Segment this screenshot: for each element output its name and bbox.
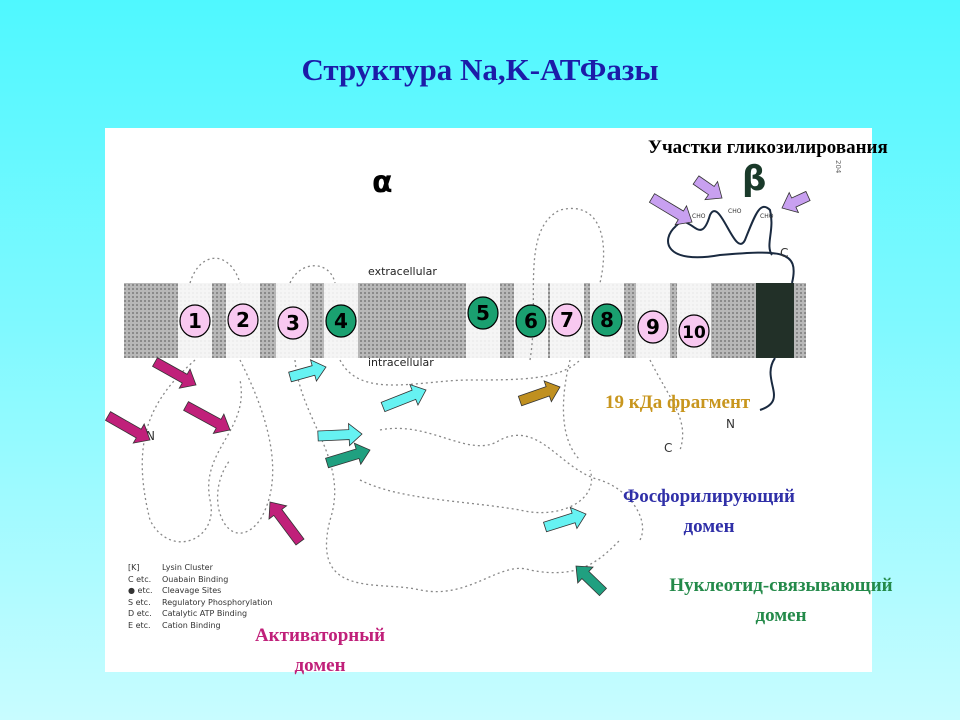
legend-symbol: [K] (128, 563, 140, 572)
legend-item: S etc. Regulatory Phosphorylation (128, 597, 272, 609)
nucleotide-binding-domain-label: Нуклеотид-связывающий домен (636, 571, 926, 631)
helix-number: 3 (286, 311, 300, 335)
pointer-arrow-icon (648, 193, 693, 226)
legend: [K] Lysin Cluster C etc. Ouabain Binding ●… (128, 562, 272, 631)
helix-1: 1 (179, 304, 211, 338)
helix-number: 2 (236, 308, 250, 332)
legend-label: Lysin Cluster (162, 563, 213, 572)
helix-circle (227, 303, 259, 337)
legend-symbol: S etc. (128, 597, 151, 607)
helix-4: 4 (325, 304, 357, 338)
beta-c-terminus: C (780, 246, 788, 260)
fragment-19kda-label: 19 кДа фрагмент (605, 392, 751, 413)
legend-symbol: C etc. (128, 574, 152, 584)
pointer-arrow-icon (380, 383, 427, 413)
legend-symbol: D etc. (128, 609, 152, 618)
pointer-arrow-icon (542, 506, 587, 533)
beta-extracellular-loop (675, 205, 773, 256)
helix-circle (277, 306, 309, 340)
helix-number: 1 (188, 309, 202, 333)
pointer-arrow-icon (781, 190, 811, 214)
legend-item: E etc. Cation Binding (128, 620, 272, 632)
legend-label: Catalytic ATP Binding (162, 609, 248, 618)
helix-circle (515, 304, 547, 338)
helix-circle (325, 304, 357, 338)
legend-item: C etc. Ouabain Binding (128, 574, 272, 586)
pointer-arrow-icon (692, 175, 723, 201)
pointer-arrow-icon (268, 501, 305, 546)
pointer-arrow-icon (575, 565, 608, 597)
helix-6: 6 (515, 304, 547, 338)
legend-item: [K] Lysin Cluster (128, 562, 272, 574)
alpha-n-terminus: N (146, 429, 155, 443)
label-line: Нуклеотид-связывающий (669, 575, 893, 596)
beta-subunit-chain (667, 225, 795, 411)
extracellular-label: extracellular (368, 265, 437, 278)
pointer-arrow-icon (104, 411, 151, 444)
helix-number: 8 (600, 308, 614, 332)
pointer-arrow-icon (152, 357, 197, 389)
label-line: домен (755, 605, 807, 626)
helix-circle (678, 314, 710, 348)
glycosylation-sites-label: Участки гликозилирования (648, 137, 888, 158)
helix-circle (467, 296, 499, 330)
helix-9: 9 (637, 310, 669, 344)
legend-symbol: ● etc. (128, 586, 153, 595)
helix-number: 4 (334, 309, 348, 333)
legend-symbol: E etc. (128, 620, 151, 630)
pointer-arrow-icon (317, 422, 363, 447)
pointer-arrow-icon (325, 442, 371, 469)
helix-10: 10 (678, 314, 710, 348)
helix-number: 9 (646, 315, 660, 339)
pointer-arrow-icon (183, 401, 231, 434)
legend-label: Ouabain Binding (162, 574, 229, 584)
helix-circle (179, 304, 211, 338)
helix-8: 8 (591, 303, 623, 337)
helix-number: 7 (560, 308, 574, 332)
helix-number: 5 (476, 301, 490, 325)
phosphorylating-domain-label: Фосфорилирующий домен (595, 482, 823, 542)
legend-item: ● etc. Cleavage Sites (128, 585, 272, 597)
helix-circle (551, 303, 583, 337)
label-line: домен (683, 516, 735, 537)
alpha-label: α (372, 165, 393, 200)
helix-2: 2 (227, 303, 259, 337)
slide-title: Структура Na,K-АТФазы (301, 52, 659, 87)
helix-3: 3 (277, 306, 309, 340)
label-line: домен (294, 655, 346, 676)
glyco-site: CHO (728, 208, 742, 215)
legend-item: D etc. Catalytic ATP Binding (128, 608, 272, 620)
legend-label: Regulatory Phosphorylation (162, 597, 273, 607)
beta-n-terminus: N (726, 417, 735, 431)
helix-number: 6 (524, 309, 538, 333)
helix-circle (591, 303, 623, 337)
helix-7: 7 (551, 303, 583, 337)
helix-5: 5 (467, 296, 499, 330)
activator-domain-label: Активаторный домен (225, 621, 415, 681)
legend-label: Cleavage Sites (162, 586, 222, 595)
pointer-arrow-icon (517, 380, 561, 407)
glyco-site: CHO (692, 213, 706, 220)
legend-label: Cation Binding (162, 620, 221, 630)
helix-number: 10 (682, 323, 706, 343)
beta-label: β (742, 159, 766, 199)
pointer-arrow-icon (288, 359, 327, 383)
beta-residue-number: 204 (834, 160, 842, 174)
alpha-c-terminus: C (664, 441, 672, 455)
intracellular-label: intracellular (368, 356, 434, 369)
glyco-site: CHO (760, 213, 774, 220)
helix-circle (637, 310, 669, 344)
label-line: Активаторный (254, 625, 386, 646)
diagram-panel (105, 128, 872, 672)
amino-acid-chain (141, 207, 684, 593)
label-line: Фосфорилирующий (622, 486, 796, 507)
